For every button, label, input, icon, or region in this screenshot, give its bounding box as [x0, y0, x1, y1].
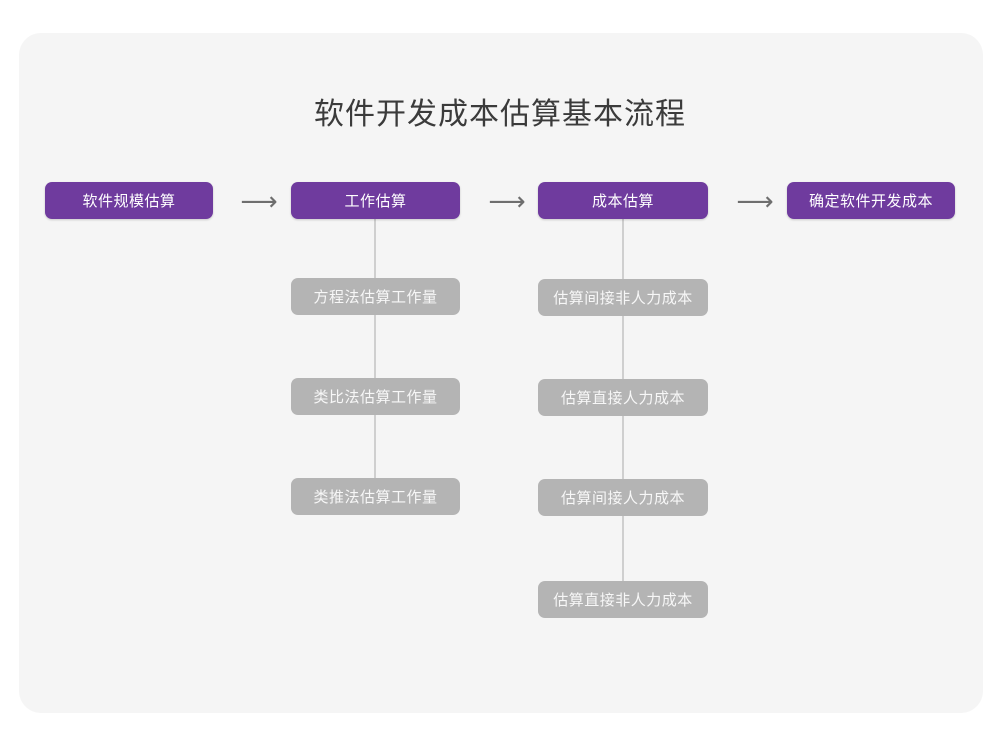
substep-label: 估算直接非人力成本: [553, 592, 693, 609]
substep-work-equation-method[interactable]: 方程法估算工作量: [291, 278, 460, 315]
connector-cost-1: [622, 218, 624, 279]
step-label: 工作估算: [344, 193, 407, 210]
connector-cost-3: [622, 416, 624, 479]
substep-label: 估算间接非人力成本: [553, 290, 693, 307]
step-determine-development-cost[interactable]: 确定软件开发成本: [787, 182, 955, 219]
connector-work-1: [374, 218, 376, 278]
step-label: 确定软件开发成本: [808, 193, 933, 210]
step-label: 成本估算: [591, 193, 654, 210]
step-software-size-estimation[interactable]: 软件规模估算: [45, 182, 213, 219]
substep-label: 类推法估算工作量: [313, 489, 438, 506]
substep-work-inference-method[interactable]: 类推法估算工作量: [291, 478, 460, 515]
arrow-glyph: ⟶: [736, 185, 774, 216]
connector-work-2: [374, 315, 376, 378]
arrow-3-icon: ⟶: [724, 182, 786, 219]
substep-label: 类比法估算工作量: [313, 389, 438, 406]
connector-cost-2: [622, 316, 624, 379]
substep-cost-direct-labor[interactable]: 估算直接人力成本: [538, 379, 708, 416]
step-work-estimation[interactable]: 工作估算: [291, 182, 460, 219]
connector-cost-4: [622, 516, 624, 581]
arrow-glyph: ⟶: [240, 185, 278, 216]
content-card: [19, 33, 983, 713]
substep-label: 估算间接人力成本: [560, 490, 685, 507]
arrow-glyph: ⟶: [488, 185, 526, 216]
substep-label: 估算直接人力成本: [560, 390, 685, 407]
substep-cost-indirect-labor[interactable]: 估算间接人力成本: [538, 479, 708, 516]
step-label: 软件规模估算: [82, 193, 176, 210]
substep-label: 方程法估算工作量: [313, 289, 438, 306]
connector-work-3: [374, 415, 376, 478]
step-cost-estimation[interactable]: 成本估算: [538, 182, 708, 219]
page-title: 软件开发成本估算基本流程: [314, 98, 686, 131]
substep-cost-direct-nonlabor[interactable]: 估算直接非人力成本: [538, 581, 708, 618]
arrow-2-icon: ⟶: [476, 182, 538, 219]
substep-work-analogy-method[interactable]: 类比法估算工作量: [291, 378, 460, 415]
substep-cost-indirect-nonlabor[interactable]: 估算间接非人力成本: [538, 279, 708, 316]
arrow-1-icon: ⟶: [228, 182, 290, 219]
